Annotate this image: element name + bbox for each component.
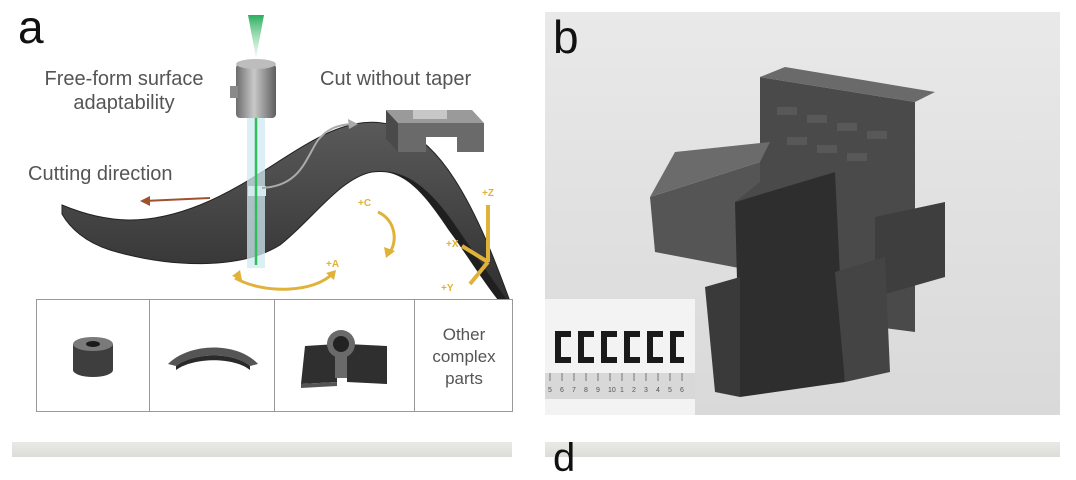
panel-b-photo: 5 6 7 8 9 10 1 2 3 4 5 6 bbox=[545, 12, 1060, 415]
ruler-tick-label: 6 bbox=[560, 387, 564, 394]
panel-label-a: a bbox=[18, 1, 44, 53]
cutting-direction-arrow bbox=[143, 197, 211, 202]
free-form-label-line2: adaptability bbox=[73, 92, 175, 114]
inset-samples: 5 6 7 8 9 10 1 2 3 4 5 6 bbox=[545, 299, 695, 415]
free-form-label-line1: Free-form surface bbox=[44, 68, 204, 90]
u-block bbox=[386, 110, 484, 152]
ruler-tick-label: 2 bbox=[632, 387, 636, 394]
arc-part-icon bbox=[168, 347, 258, 370]
laser-cone bbox=[248, 15, 264, 58]
ruler-tick-label: 4 bbox=[656, 387, 660, 394]
part-cell-other: Other complex parts bbox=[414, 300, 513, 411]
ruler-tick-label: 9 bbox=[596, 387, 600, 394]
panel-label-b: b bbox=[553, 11, 579, 63]
other-parts-line1: Other bbox=[442, 325, 486, 344]
part-cell-ring bbox=[37, 300, 149, 411]
inset-photo: 5 6 7 8 9 10 1 2 3 4 5 6 bbox=[545, 299, 695, 415]
ring-part-icon bbox=[73, 337, 113, 377]
ruler-tick-label: 7 bbox=[572, 387, 576, 394]
sheet-surface bbox=[61, 121, 510, 300]
axis-label-a: +A bbox=[326, 259, 340, 270]
complex-part-icon bbox=[301, 330, 387, 388]
axis-label-x: +X bbox=[446, 239, 459, 250]
other-parts-line2: complex bbox=[432, 347, 496, 366]
part-cell-complex bbox=[274, 300, 415, 411]
ruler-tick-label: 8 bbox=[584, 387, 588, 394]
nozzle-knob bbox=[230, 86, 238, 98]
cut-without-taper-label: Cut without taper bbox=[320, 68, 472, 90]
axis-label-c: +C bbox=[358, 198, 372, 209]
ruler-tick-label: 5 bbox=[668, 387, 672, 394]
callout-arrow bbox=[261, 123, 353, 189]
cutting-diagram bbox=[61, 15, 510, 300]
xyz-axes bbox=[460, 205, 490, 286]
cross-puzzle-photo bbox=[650, 67, 945, 397]
free-form-label: Free-form surface adaptability bbox=[24, 67, 224, 115]
cutting-direction-label: Cutting direction bbox=[28, 163, 173, 185]
ruler-tick-label: 10 bbox=[608, 387, 616, 394]
ruler-tick-label: 5 bbox=[548, 387, 552, 394]
ruler-tick-label: 3 bbox=[644, 387, 648, 394]
rotation-arrow-c bbox=[377, 210, 396, 253]
other-parts-label: Other complex parts bbox=[415, 324, 513, 390]
ruler-tick-label: 6 bbox=[680, 387, 684, 394]
rotation-arrow-a bbox=[234, 272, 334, 291]
axis-label-z: +Z bbox=[482, 188, 494, 199]
panel-label-d: d bbox=[553, 436, 576, 480]
panel-d-photo-top bbox=[545, 442, 1060, 457]
nozzle-cylinder bbox=[236, 64, 276, 118]
other-parts-line3: parts bbox=[445, 369, 483, 388]
parts-table: Other complex parts bbox=[36, 299, 513, 412]
panel-c-photo-top bbox=[12, 442, 512, 457]
part-cell-arc bbox=[149, 300, 275, 411]
axis-label-y: +Y bbox=[441, 283, 454, 294]
ruler-tick-label: 1 bbox=[620, 387, 624, 394]
